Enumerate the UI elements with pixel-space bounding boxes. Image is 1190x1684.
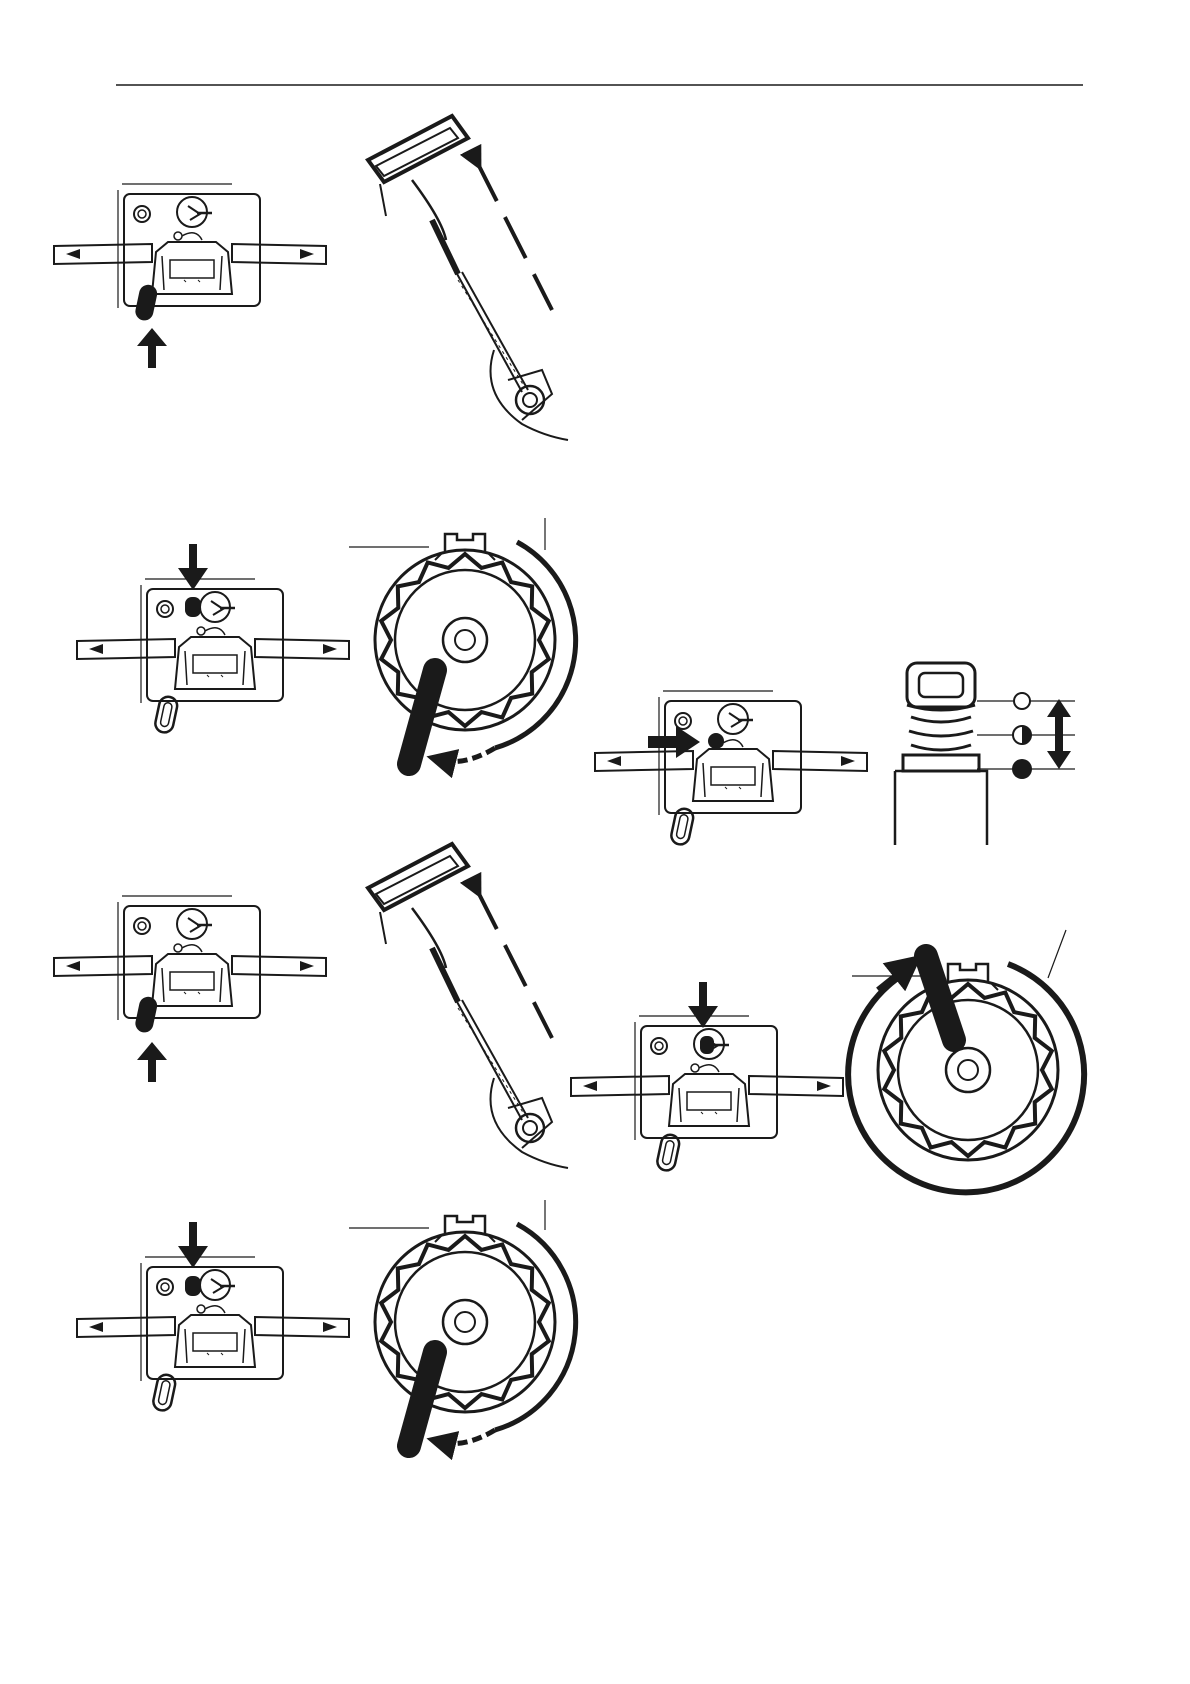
- primer-button-icon: [708, 733, 724, 749]
- starter-handle-icon: [368, 844, 568, 1168]
- cover-dial-icon: [349, 518, 576, 764]
- choke-lever-icon: [134, 283, 159, 322]
- arrow-down-icon: [178, 1222, 208, 1268]
- level-high-icon: [1014, 693, 1030, 709]
- primer-button-icon: [185, 1276, 201, 1296]
- carburetor-panel: [77, 1257, 349, 1381]
- arrow-down-icon: [688, 982, 718, 1028]
- carburetor-panel: [54, 184, 326, 308]
- figure-step-1: [54, 116, 568, 440]
- primer-button-icon: [700, 1036, 714, 1054]
- choke-lever-icon: [134, 995, 159, 1034]
- arrow-up-icon: [137, 1042, 167, 1082]
- level-low-icon: [1012, 759, 1032, 779]
- carburetor-panel: [77, 579, 349, 703]
- figure-step-3: [54, 844, 568, 1168]
- double-arrow-icon: [1047, 699, 1071, 769]
- wrench-tool: [926, 956, 954, 1040]
- figure-step-4: [77, 1200, 576, 1446]
- arrow-down-icon: [178, 544, 208, 590]
- carburetor-panel: [54, 896, 326, 1020]
- cover-dial-icon: [349, 1200, 576, 1446]
- starter-handle-icon: [368, 116, 568, 440]
- figure-step-6: [571, 930, 1084, 1192]
- wrench-tool: [409, 1352, 435, 1446]
- figure-step-5: [595, 663, 1075, 846]
- primer-button-icon: [185, 597, 201, 617]
- cover-dial-icon: [848, 930, 1084, 1192]
- arrow-up-icon: [137, 328, 167, 368]
- carburetor-panel: [571, 1016, 843, 1140]
- carburetor-panel: [595, 691, 867, 815]
- figure-step-2: [77, 518, 576, 764]
- spring-indicator-icon: [895, 663, 1075, 845]
- wrench-tool: [409, 670, 435, 764]
